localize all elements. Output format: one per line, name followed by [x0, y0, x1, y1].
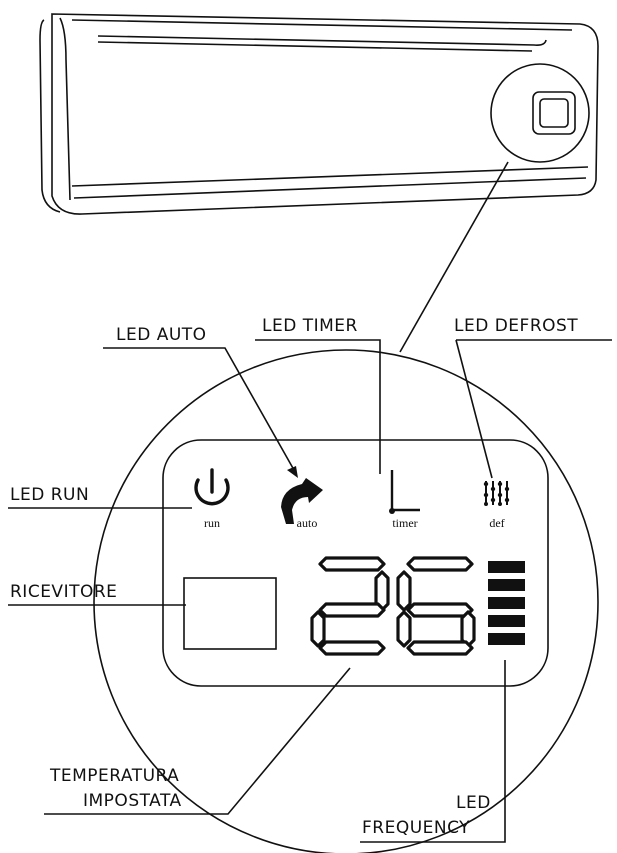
ac-indoor-unit [39, 13, 599, 353]
temperature-display [310, 556, 476, 656]
icon-label-def: def [489, 516, 504, 530]
callout-receiver: RICEVITORE [10, 582, 117, 602]
callout-led-freq-line1: LED [456, 793, 491, 813]
callout-set-temp-line1: TEMPERATURA [49, 766, 179, 786]
receiver-window [183, 577, 277, 650]
icon-label-auto: auto [297, 516, 318, 530]
display-magnifier-circle [93, 349, 599, 853]
callout-led-freq-line2: FREQUENCY [362, 818, 470, 838]
callout-led-defrost: LED DEFROST [454, 316, 578, 336]
temperature-value: 26 [0, 0, 2, 1]
icon-label-run: run [204, 516, 220, 530]
auto-arrow-icon [281, 478, 323, 524]
defrost-icon [483, 481, 510, 506]
callout-led-timer: LED TIMER [262, 316, 358, 336]
callout-led-run: LED RUN [10, 485, 89, 505]
leader-lines [8, 339, 612, 843]
timer-icon [389, 470, 420, 514]
frequency-level-bars [488, 561, 525, 645]
callout-set-temp-line2: IMPOSTATA [83, 791, 182, 811]
callout-led-auto: LED AUTO [116, 325, 207, 345]
power-icon [194, 468, 230, 506]
display-panel [162, 439, 549, 687]
icon-label-timer: timer [392, 516, 417, 530]
